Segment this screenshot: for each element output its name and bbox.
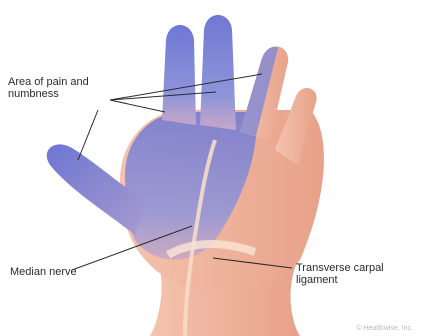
area-of-pain-label: Area of pain and numbness [8, 76, 138, 100]
middle-finger [200, 15, 236, 130]
area-of-pain-label-line1: Area of pain and [8, 76, 138, 88]
ligament-label-line2: ligament [296, 274, 384, 286]
ligament-label-line1: Transverse carpal [296, 262, 384, 274]
median-nerve-label: Median nerve [10, 266, 77, 278]
area-of-pain-label-line2: numbness [8, 88, 138, 100]
copyright-text: © Healthwise, Inc. [356, 325, 413, 332]
transverse-carpal-ligament-label: Transverse carpal ligament [296, 262, 384, 286]
index-finger [162, 25, 196, 125]
